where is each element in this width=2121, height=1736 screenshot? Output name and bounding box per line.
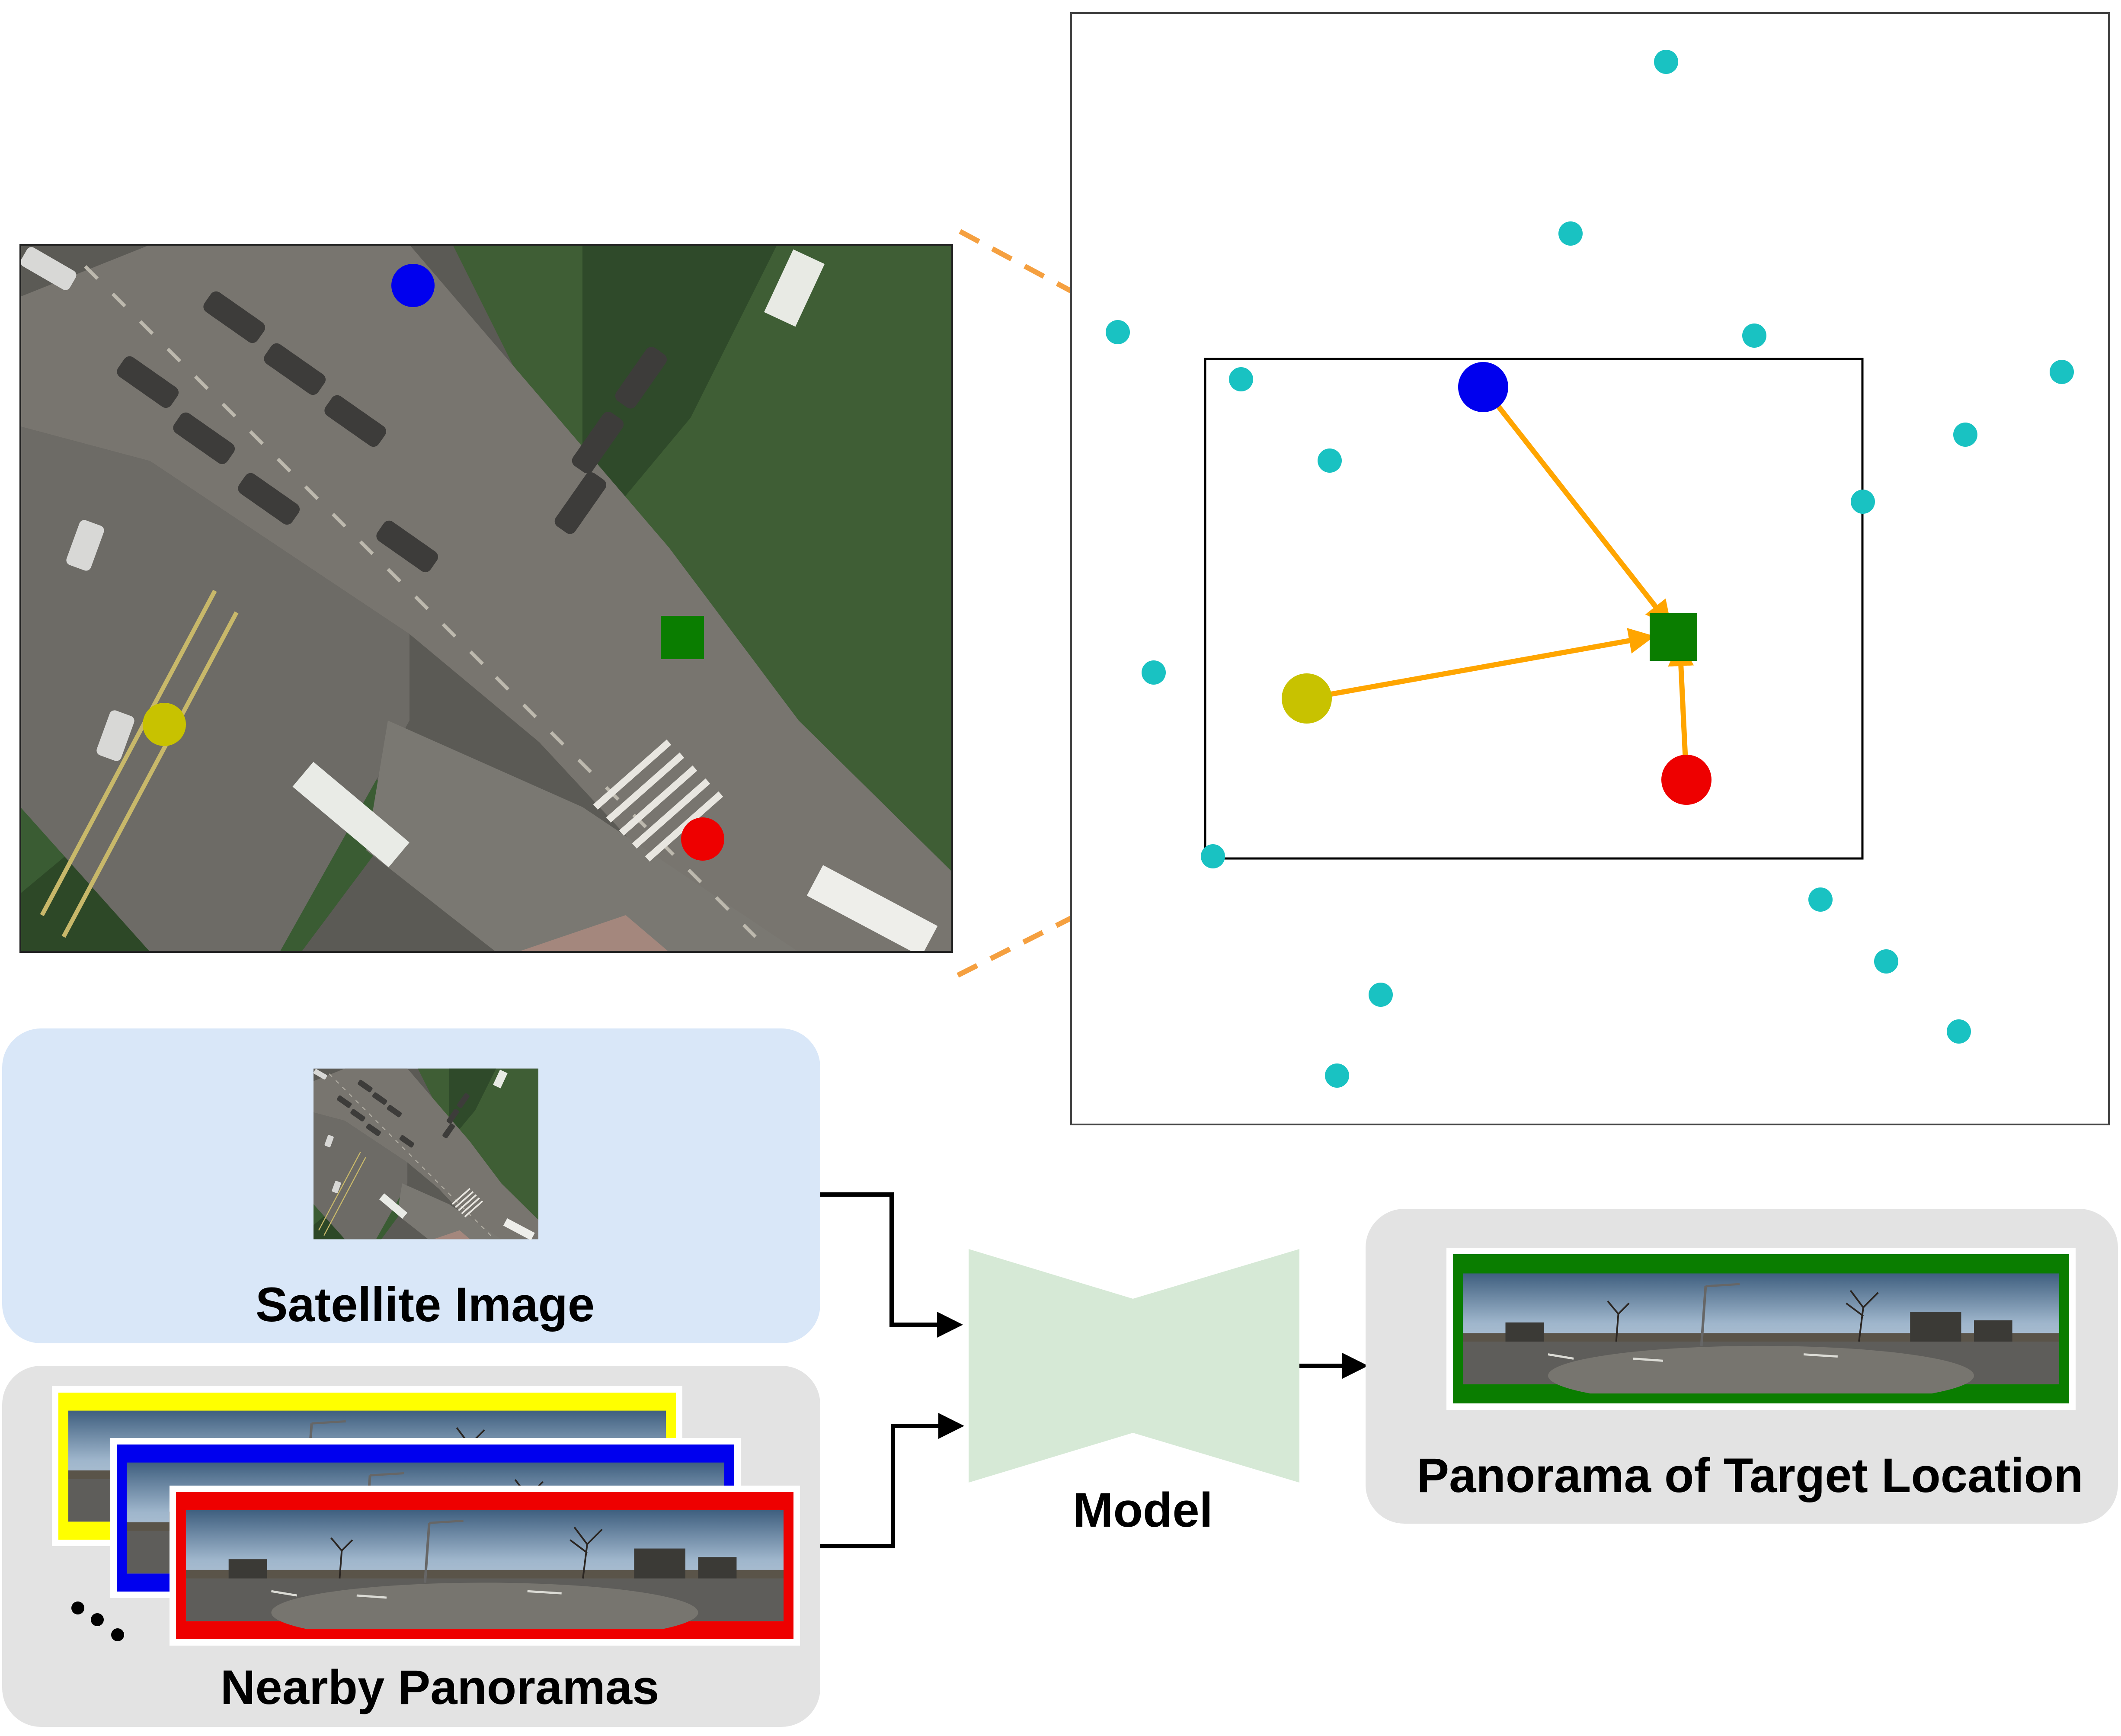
panorama-location-map: [1070, 12, 2110, 1125]
map-frame: [1070, 12, 2110, 1125]
panoramas-input-box: Nearby Panoramas: [2, 1366, 820, 1727]
satellite-coverage-box: [1204, 358, 1864, 860]
yellow-panorama-point: [1282, 673, 1332, 724]
model-shape: [969, 1249, 1299, 1483]
red-panorama-marker: [681, 817, 724, 861]
target-location-marker: [661, 616, 704, 659]
satellite-input-box: Satellite Image: [2, 1028, 820, 1343]
satellite-image-large: [19, 244, 953, 953]
input-connectors: [820, 1192, 1368, 1548]
target-output-box: Panorama of Target Location: [1366, 1209, 2118, 1524]
target-panorama-label: Panorama of Target Location: [1417, 1448, 2083, 1502]
ellipsis-dots: [71, 1601, 124, 1641]
red-panorama-point: [1661, 755, 1712, 805]
other-panorama-points: [1106, 50, 2074, 1088]
satellite-image-label: Satellite Image: [256, 1278, 595, 1332]
blue-panorama-point: [1458, 362, 1508, 412]
nearby-panoramas-label: Nearby Panoramas: [221, 1660, 659, 1714]
target-location-point: [1650, 613, 1697, 661]
yellow-panorama-marker: [143, 703, 186, 746]
model-label: Model: [1073, 1483, 1213, 1537]
blue-panorama-marker: [391, 264, 435, 307]
model-block: Model: [969, 1249, 1299, 1537]
